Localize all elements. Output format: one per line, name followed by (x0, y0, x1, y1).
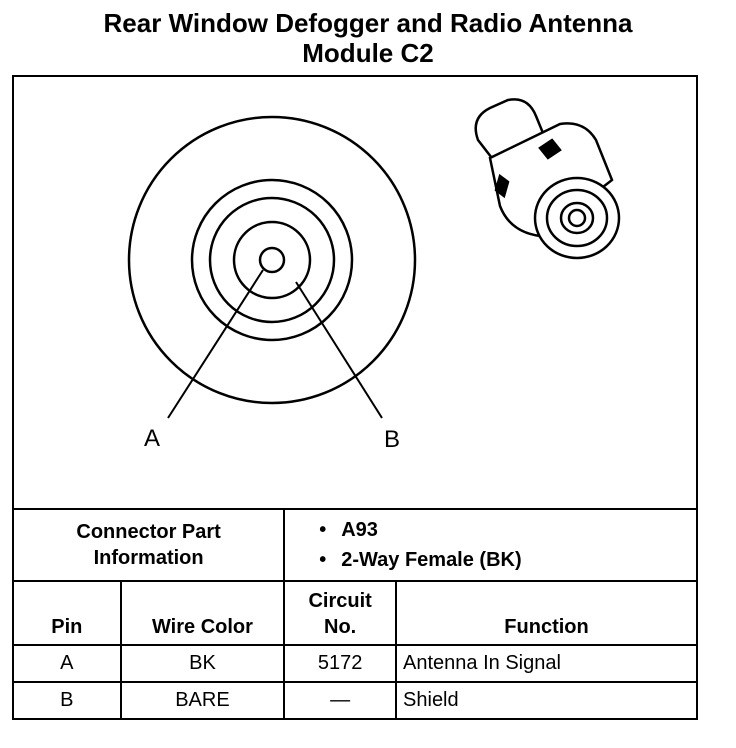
header-pin: Pin (12, 580, 122, 646)
callout-line-b (295, 281, 383, 419)
cell-wire-color: BK (119, 644, 286, 683)
title-line-1: Rear Window Defogger and Radio Antenna (103, 8, 633, 38)
cell-wire-color: BARE (119, 681, 286, 720)
cell-pin: B (12, 681, 122, 720)
column-header-row: Pin Wire Color Circuit No. Function (12, 580, 698, 646)
cell-function: Shield (395, 681, 698, 720)
connector-info-bullets: •A93 •2-Way Female (BK) (283, 508, 698, 582)
connector-info-label: Connector Part Information (11, 508, 286, 582)
connector-info-bullet: •2-Way Female (BK) (319, 549, 522, 571)
cell-function: Antenna In Signal (395, 644, 698, 683)
connector-table: Connector Part Information •A93 •2-Way F… (11, 508, 698, 720)
table-row: A BK 5172 Antenna In Signal (12, 644, 698, 683)
connector-info-label-line-2: Information (93, 547, 204, 569)
connector-plug-illustration (474, 98, 621, 260)
callout-a-label: A (144, 425, 161, 452)
connector-info-row: Connector Part Information •A93 •2-Way F… (11, 508, 698, 582)
callout-b-label: B (384, 426, 401, 453)
header-wire-color: Wire Color (119, 580, 286, 646)
title-line-2: Module C2 (302, 38, 434, 68)
cell-pin: A (12, 644, 122, 683)
header-function: Function (395, 580, 698, 646)
cell-circuit: — (283, 681, 398, 720)
connector-info-bullet: •A93 (319, 519, 378, 541)
header-circuit-no: Circuit No. (283, 580, 398, 646)
connector-info-label-line-1: Connector Part (76, 521, 221, 543)
callout-line-a (167, 269, 264, 419)
table-row: B BARE — Shield (12, 681, 698, 720)
connector-face (127, 115, 417, 405)
diagram-frame (12, 75, 698, 720)
cell-circuit: 5172 (283, 644, 398, 683)
